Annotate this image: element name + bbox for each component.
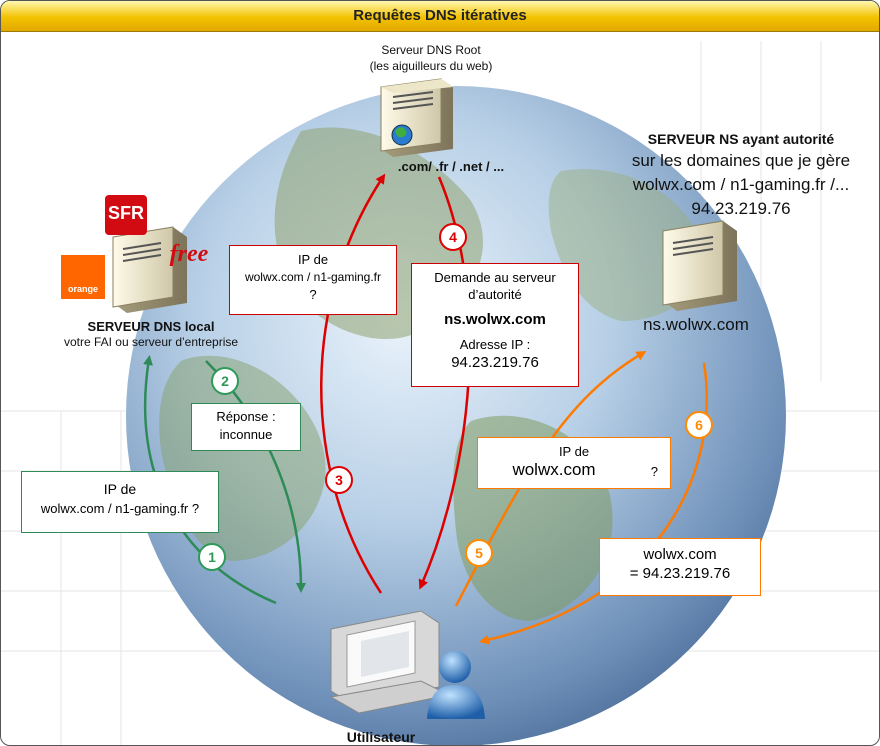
step-5-box-q: ?: [650, 464, 658, 479]
sfr-logo: [105, 195, 147, 235]
step-6-box-line2: = 94.23.219.76: [629, 565, 731, 582]
step-5-box-line2: wolwx.com: [512, 460, 596, 479]
ns-server-line1: sur les domaines que je gère: [631, 151, 851, 170]
root-server-label-2: (les aiguilleurs du web): [369, 59, 493, 73]
step-1-box-line2: wolwx.com / n1-gaming.fr ?: [40, 501, 200, 516]
step-4-box: Demande au serveur d’autorité ns.wolwx.c…: [411, 263, 579, 387]
local-server-icon: [112, 226, 187, 313]
page-title: Requêtes DNS itératives: [353, 7, 527, 24]
title-bar: Requêtes DNS itératives: [1, 1, 879, 32]
local-server-name: SERVEUR DNS local: [87, 319, 215, 334]
root-server-label-1: Serveur DNS Root: [381, 43, 481, 57]
step-4-box-line2: d’autorité: [468, 287, 522, 302]
step-3-box: IP de wolwx.com / n1-gaming.fr ?: [229, 245, 397, 315]
step-1-box-line1: IP de: [103, 481, 137, 497]
arrow-step-3: [320, 173, 386, 594]
step-2-box: Réponse : inconnue: [191, 403, 301, 451]
step-5-box: IP de wolwx.com ?: [477, 437, 671, 489]
step-6-box-line1: wolwx.com: [643, 546, 717, 563]
step-1-badge: 1: [198, 543, 226, 571]
step-5-box-line1: IP de: [558, 444, 590, 459]
root-server-icon: [380, 78, 453, 157]
step-4-box-host: ns.wolwx.com: [444, 311, 546, 328]
ns-server-heading: SERVEUR NS ayant autorité: [647, 131, 835, 147]
user-icon: [427, 651, 485, 719]
ns-server-ip: 94.23.219.76: [691, 199, 791, 218]
step-2-badge: 2: [211, 367, 239, 395]
user-label: Utilisateur: [346, 729, 416, 745]
step-3-badge: 3: [325, 466, 353, 494]
step-3-box-line3: ?: [309, 287, 317, 302]
root-server-domains: .com/ .fr / .net / ...: [397, 159, 505, 174]
step-6-badge: 6: [685, 411, 713, 439]
orange-logo: [61, 255, 105, 299]
ns-server-hostname: ns.wolwx.com: [643, 315, 749, 334]
step-3-box-line2: wolwx.com / n1-gaming.fr: [244, 270, 382, 284]
step-1-box: IP de wolwx.com / n1-gaming.fr ?: [21, 471, 219, 533]
local-server-desc: votre FAI ou serveur d’entreprise: [63, 335, 239, 349]
step-2-box-line1: Réponse :: [216, 409, 276, 424]
step-4-badge: 4: [439, 223, 467, 251]
step-5-badge: 5: [465, 539, 493, 567]
computer-icon: [329, 610, 451, 714]
ns-server-icon: [662, 220, 737, 311]
step-4-box-line3: Adresse IP :: [459, 337, 531, 352]
step-4-box-ip: 94.23.219.76: [451, 354, 539, 371]
step-2-box-line2: inconnue: [219, 427, 273, 442]
step-3-box-line1: IP de: [297, 252, 329, 267]
step-4-box-line1: Demande au serveur: [434, 270, 556, 285]
free-logo: free: [169, 241, 209, 267]
orange-logo-text: orange: [67, 284, 98, 294]
arrow-step-6: [479, 362, 708, 645]
sfr-logo-text: SFR: [108, 203, 144, 223]
ns-server-line2: wolwx.com / n1-gaming.fr /...: [632, 175, 850, 194]
step-6-box: wolwx.com = 94.23.219.76: [599, 538, 761, 596]
